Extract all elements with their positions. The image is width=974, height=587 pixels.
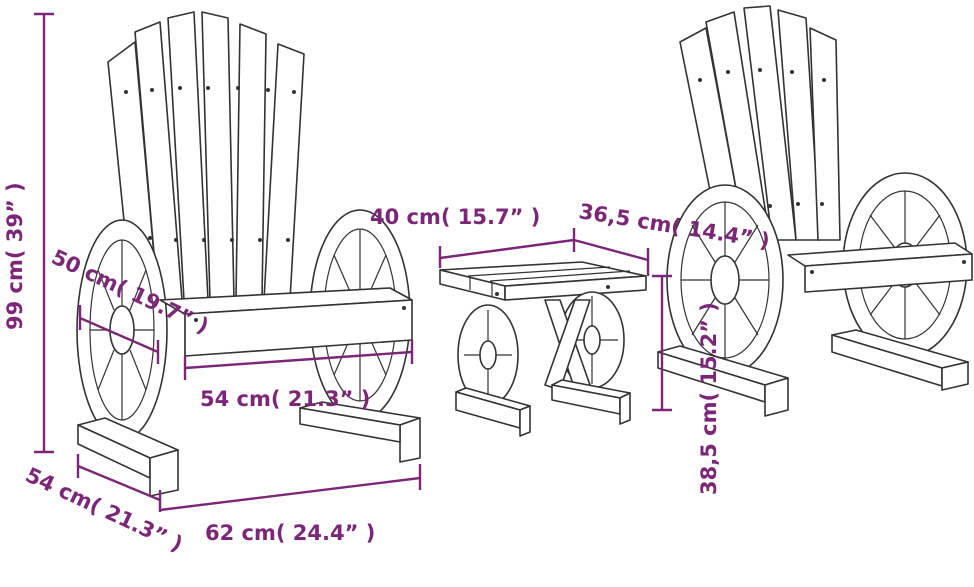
table-height-label: 38,5 cm( 15.2” ) (697, 302, 721, 495)
right-chair-feet (657, 329, 969, 417)
left-chair-feet (77, 401, 421, 497)
left-chair (76, 11, 421, 497)
left-chair-wheel-front (76, 219, 168, 441)
left-chair-backrest (107, 11, 305, 301)
dimension-lines (34, 12, 672, 512)
chair-height-label: 99 cm( 39” ) (3, 182, 27, 330)
right-chair-armrest (787, 242, 973, 293)
seat-width-label: 54 cm( 21.3” ) (200, 387, 370, 411)
side-table (439, 261, 647, 437)
right-chair (657, 5, 973, 417)
base-width-label: 62 cm( 24.4” ) (205, 521, 375, 545)
table-width-label: 40 cm( 15.7” ) (370, 205, 540, 229)
